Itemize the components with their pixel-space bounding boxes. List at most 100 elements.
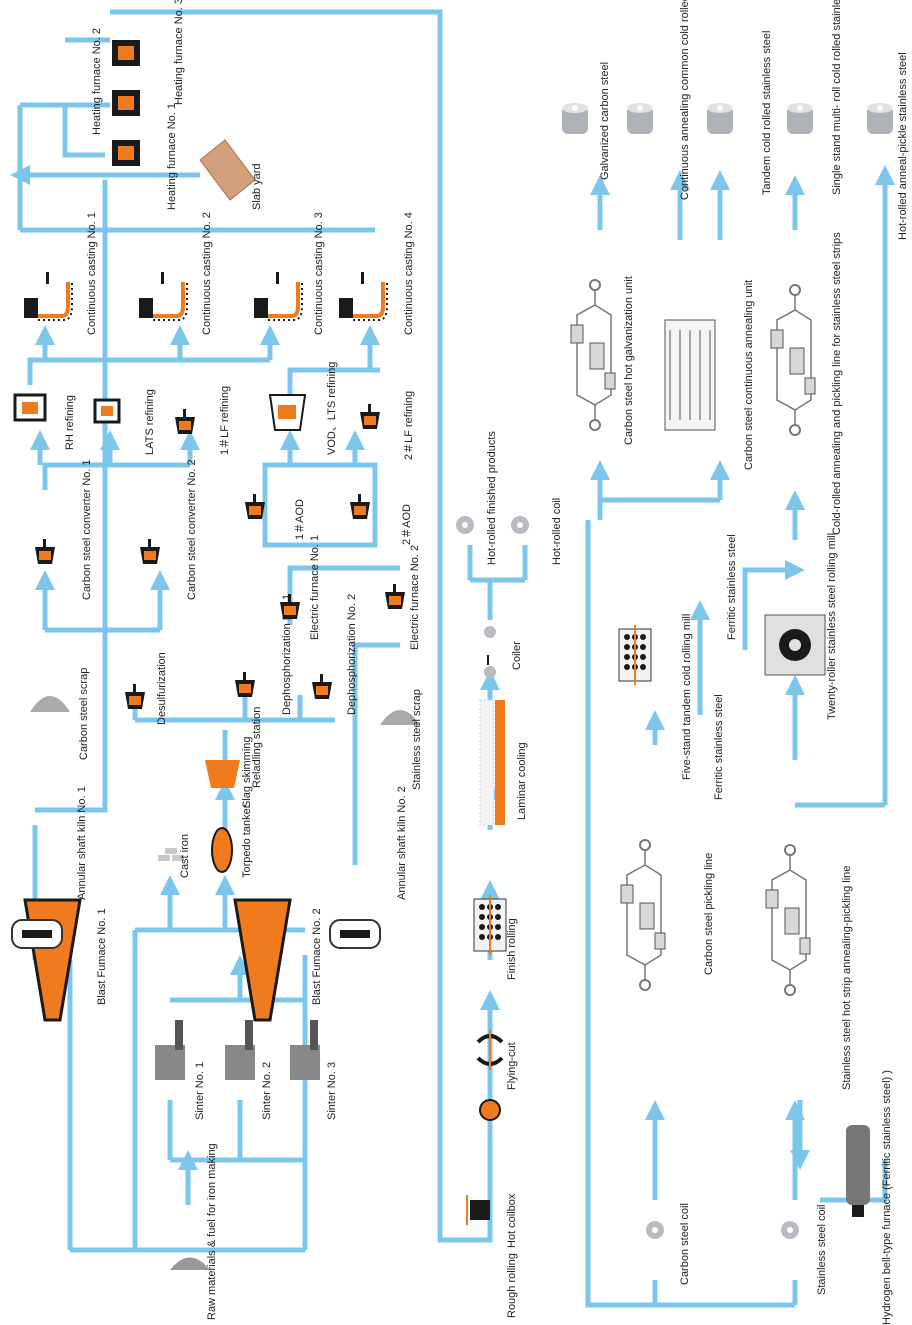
- stainless-scrap-pile-icon: [380, 710, 420, 725]
- blast-furnace-icon: [233, 898, 292, 1022]
- aod-label-2: 2＃AOD: [400, 504, 413, 545]
- lf1-label: 1＃LF refining: [218, 386, 231, 455]
- converter-icon: [140, 539, 160, 564]
- laminar-cooling-label: Laminar cooling: [516, 742, 528, 820]
- electric-furnaces: Electric furnace No. 1 Electric furnace …: [280, 535, 421, 650]
- product-coil-icon: [867, 103, 893, 134]
- desulfurization-ladle-icon: [125, 684, 145, 709]
- dephos-label-2: Dephosphorization No. 2: [346, 594, 358, 715]
- shaft-kiln-icon: [329, 919, 381, 949]
- cast-iron-node: Cast iron: [158, 834, 191, 878]
- ferritic-label-a: Ferritic stainless steel: [713, 694, 725, 800]
- caster-icon: [137, 270, 189, 322]
- converter-icon: [35, 539, 55, 564]
- torpedo-node: Torpedo tanker: [211, 804, 253, 878]
- heating-furnace-icon: [112, 90, 140, 116]
- hot-pickle-label: Hot-rolled anneal-pickle stainless steel: [897, 52, 909, 240]
- casting-label-1: Continuous casting No. 1: [86, 212, 98, 335]
- shaft-kiln-icon: [11, 919, 63, 949]
- blast-furnace-label-2: Blast Fumace No. 2: [311, 908, 323, 1005]
- casting-label-4: Continuous casting No. 4: [403, 212, 415, 335]
- annealing-unit-icon: [664, 319, 716, 431]
- product-coil-icon: [787, 103, 813, 134]
- hot-strip-line-icon: [765, 844, 811, 996]
- reladling-station-icon: [205, 760, 240, 788]
- finish-rolling-label: Finish rolling: [506, 918, 518, 980]
- scrap-nodes: Carbon steel scrap Stainless steel scrap: [30, 668, 423, 790]
- coiler-label: Coiler: [511, 641, 523, 670]
- finish-mill-icon: [473, 894, 507, 956]
- heating-furnaces: Heating furnace No. 1 Heating furnace No…: [91, 0, 185, 210]
- continuous-casting: Continuous casting No. 1 Continuous cast…: [22, 212, 415, 335]
- hot-rolling-line: Rough rolling Hot coilbox Flying-cut Fin…: [456, 431, 563, 1318]
- dephos-ladle-icon: [235, 672, 255, 697]
- casting-label-2: Continuous casting No. 2: [201, 212, 213, 335]
- laminar-cooling-icon: [479, 699, 505, 826]
- electric-label-1: Electric furnace No. 1: [309, 535, 321, 640]
- shaft-kiln-label-1: Annular shaft kiln No. 1: [76, 786, 88, 900]
- carbon-coil-label: Carbon steel coil: [679, 1203, 691, 1285]
- pickling-line-icon: [620, 839, 666, 991]
- flow-lines: [10, 9, 895, 1308]
- carbon-coil-icon: [646, 1221, 664, 1239]
- electric-furnace-icon: [385, 584, 405, 609]
- lats-label: LATS refining: [144, 389, 156, 455]
- sinter-label-2: Sinter No. 2: [261, 1062, 273, 1120]
- heating-label-1: Heating furnace No. 1: [166, 103, 178, 210]
- casting-label-3: Continuous casting No. 3: [313, 212, 325, 335]
- lats-refining-icon: [93, 398, 121, 424]
- lf2-label: 2＃LF refining: [402, 391, 415, 460]
- twenty-roller-mill-icon: [764, 614, 826, 676]
- ferritic-label-b: Ferritic stainless steel: [726, 534, 738, 640]
- caster-icon: [22, 270, 74, 322]
- desulfurization-label: Desulfurization: [156, 652, 168, 725]
- coiler-icon: [484, 626, 496, 678]
- heating-furnace-icon: [112, 40, 140, 66]
- flying-cut-label: Flying-cut: [506, 1042, 518, 1090]
- final-products: Galvanized carbon steel Continuous annea…: [562, 0, 909, 240]
- dephos-ladle-icon: [312, 674, 332, 699]
- pretreatment: Desulfurization Dephosphorization No. 1 …: [125, 594, 358, 725]
- heating-furnace-icon: [112, 140, 140, 166]
- rh-label: RH refining: [64, 395, 76, 450]
- vod-label: VOD、LTS refining: [326, 362, 338, 455]
- stainless-scrap-label: Stainless steel scrap: [411, 689, 423, 790]
- aod-label-1: 1＃AOD: [293, 499, 306, 540]
- galvanizing-unit-label: Carbon steel hot galvanization unit: [623, 276, 635, 445]
- product-coil-icon: [562, 103, 588, 134]
- carbon-scrap-pile-icon: [30, 696, 70, 712]
- reladling-label: Reladling station: [251, 707, 263, 788]
- flying-cut-icon: [476, 1030, 504, 1070]
- electric-label-2: Electric furnace No. 2: [409, 545, 421, 650]
- aod-converter-icon: [350, 494, 370, 519]
- multi-roll-label: Single stand multi- roll cold rolled sta…: [831, 0, 843, 195]
- rough-rolling-label: Rough rolling: [506, 1253, 518, 1318]
- reladling-node: Reladling station: [205, 707, 263, 788]
- sinter-label-1: Sinter No. 1: [194, 1062, 206, 1120]
- heating-label-3: Heating furnace No. 3: [173, 0, 185, 105]
- hot-rolled-coil-label: Hot-rolled coil: [551, 498, 563, 565]
- caster-icon: [252, 270, 304, 322]
- converters: Carbon steel converter No. 1 Carbon stee…: [35, 459, 198, 600]
- tandem-ss-label: Tandem cold rolled stainless steel: [761, 31, 773, 195]
- product-coil-icon: [627, 103, 653, 134]
- sinter-plant-icon: [225, 1020, 255, 1080]
- annealing-unit-label: Carbon steel continuous annealing unit: [743, 280, 755, 470]
- cold-annealing-line-icon: [770, 284, 816, 436]
- raw-materials-label: Raw materials & fuel for iron making: [206, 1143, 218, 1320]
- cast-iron-ingots-icon: [158, 848, 184, 861]
- heating-label-2: Heating furnace No. 2: [91, 28, 103, 135]
- dephos-label-1: Dephosphorization No. 1: [281, 594, 293, 715]
- tandem-label: Five-stand tandem cold rolling mill: [681, 614, 693, 780]
- coilbox-icon: [479, 1099, 501, 1121]
- lf-refining-icon: [175, 409, 195, 434]
- blast-furnace-label-1: Blast Fumace No. 1: [96, 908, 108, 1005]
- galvanized-label: Galvanized carbon steel: [599, 62, 611, 180]
- cold-rolling-area: Carbon steel coil Stainless steel coil H…: [570, 232, 893, 1325]
- vod-refining-icon: [268, 394, 307, 431]
- caster-icon: [337, 270, 389, 322]
- pickling-label: Carbon steel pickling line: [703, 853, 715, 975]
- sinter-plant-icon: [290, 1020, 320, 1080]
- aod-converter-icon: [245, 494, 265, 519]
